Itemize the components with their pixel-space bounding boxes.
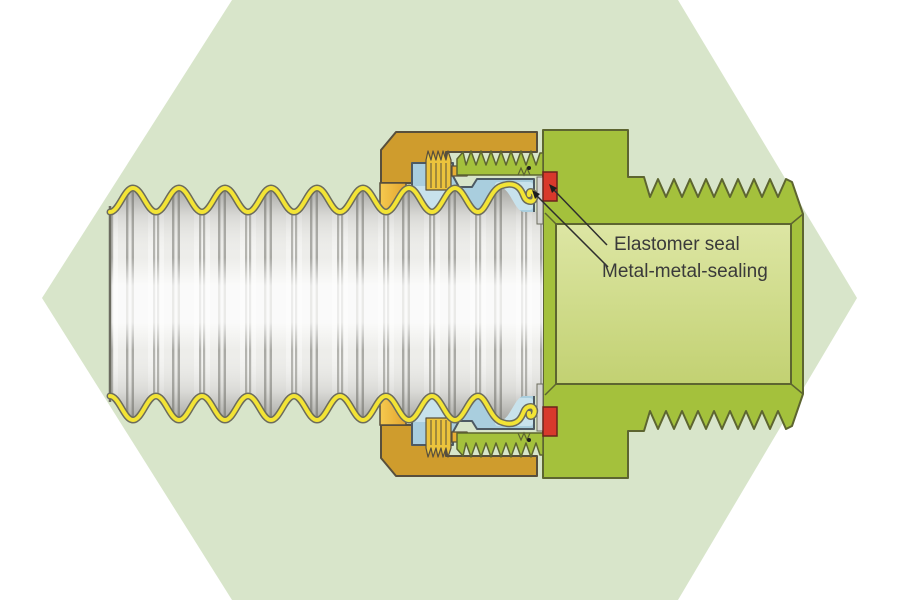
center-dot-lower	[527, 438, 531, 442]
center-dot-upper	[527, 166, 531, 170]
leader-line-elastomer	[549, 184, 608, 246]
hose-liner-upper	[106, 180, 539, 216]
threaded-insert-lower	[456, 431, 544, 458]
arrowhead-metal	[532, 190, 540, 199]
coil-spring-lower	[425, 417, 452, 458]
corrugated-hose	[108, 176, 544, 432]
hose-liner-lower	[106, 392, 539, 428]
leader-line-metal	[532, 190, 609, 268]
elastomer-seal-lower	[542, 406, 558, 437]
threaded-insert-upper	[456, 150, 544, 177]
label-metal-metal-sealing: Metal-metal-sealing	[602, 261, 768, 282]
coil-spring-upper	[425, 150, 452, 191]
fitting-body	[542, 129, 804, 479]
fitting-bore	[555, 223, 792, 385]
label-elastomer-seal: Elastomer seal	[614, 234, 740, 255]
bore-corner-bevels	[544, 212, 804, 396]
arrowhead-elastomer	[549, 184, 557, 193]
hose-end-wall-lower	[536, 383, 544, 432]
